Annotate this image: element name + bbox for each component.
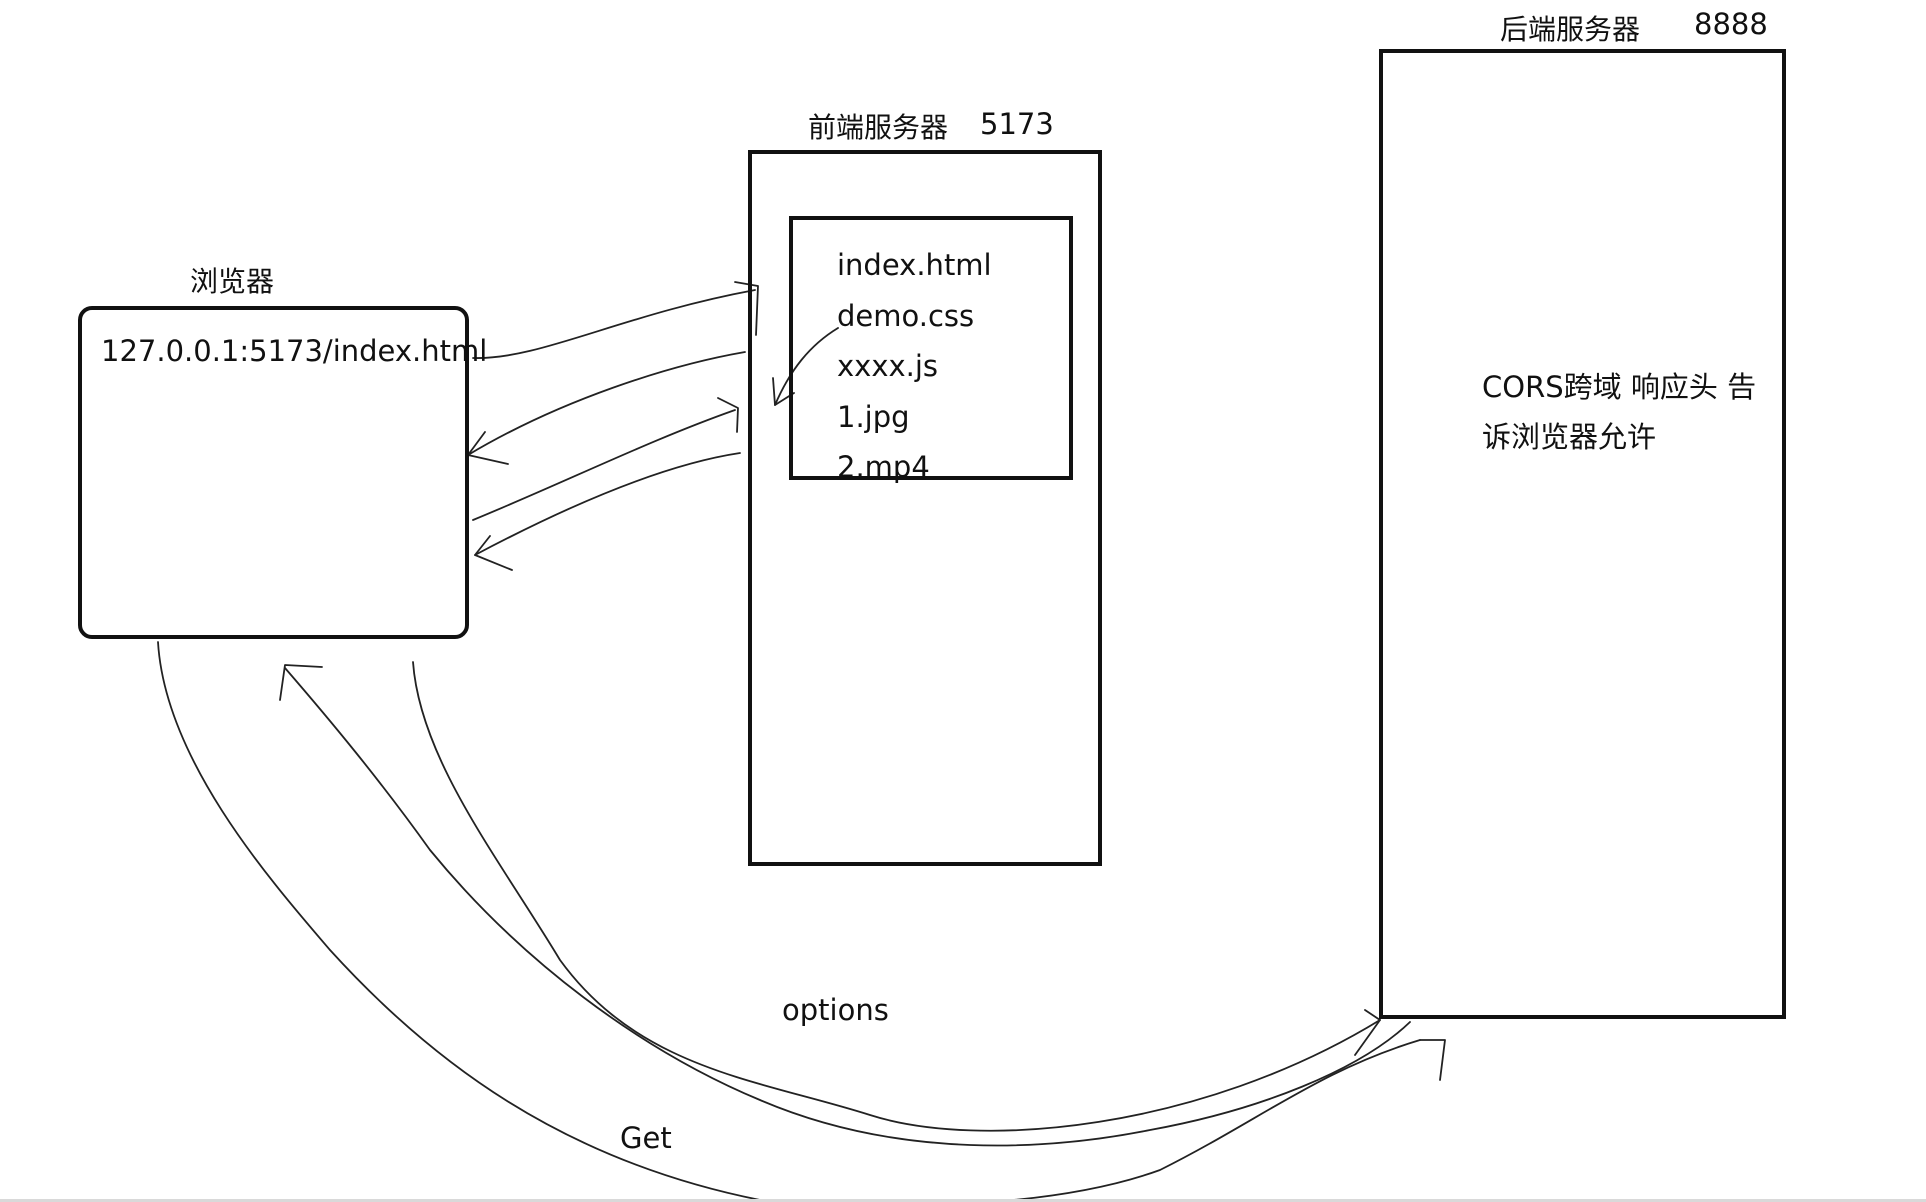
frontend-files-box: [789, 216, 1073, 480]
arrow-request-html: [472, 289, 756, 359]
arrow-head: [717, 397, 739, 433]
arrow-head: [1354, 1009, 1381, 1056]
backend-title: 后端服务器: [1500, 13, 1641, 46]
arrow-response-html: [467, 351, 746, 456]
frontend-server-box: [748, 150, 1102, 866]
get-label: Get: [620, 1121, 672, 1155]
arrow-head: [1419, 1039, 1446, 1081]
cors-note: CORS跨域 响应头 告诉浏览器允许: [1482, 370, 1757, 454]
arrow-head: [474, 535, 513, 571]
backend-server-box: [1379, 49, 1786, 1019]
backend-port: 8888: [1694, 7, 1768, 41]
browser-box: [78, 306, 469, 639]
browser-title: 浏览器: [190, 265, 275, 298]
options-label: options: [782, 993, 889, 1027]
arrow-response-assets: [474, 452, 741, 556]
bottom-divider: [0, 1199, 1926, 1202]
arrow-preflight-response: [284, 667, 1411, 1147]
arrow-get: [157, 641, 1421, 1202]
file-item: index.html: [837, 248, 992, 282]
arrow-options: [412, 661, 1381, 1132]
file-item: 2.mp4: [837, 450, 930, 484]
file-item: xxxx.js: [837, 349, 939, 383]
arrow-request-assets: [472, 409, 736, 521]
file-list: index.html demo.css xxxx.js 1.jpg 2.mp4: [837, 248, 992, 501]
arrow-head: [279, 664, 323, 701]
browser-url: 127.0.0.1:5173/index.html: [101, 334, 488, 368]
file-item: demo.css: [837, 298, 975, 333]
arrow-head: [734, 281, 759, 336]
frontend-port: 5173: [980, 107, 1054, 141]
file-item: 1.jpg: [837, 399, 910, 434]
frontend-title: 前端服务器: [808, 111, 949, 144]
arrow-internal: [774, 327, 839, 406]
arrow-head: [772, 377, 795, 406]
